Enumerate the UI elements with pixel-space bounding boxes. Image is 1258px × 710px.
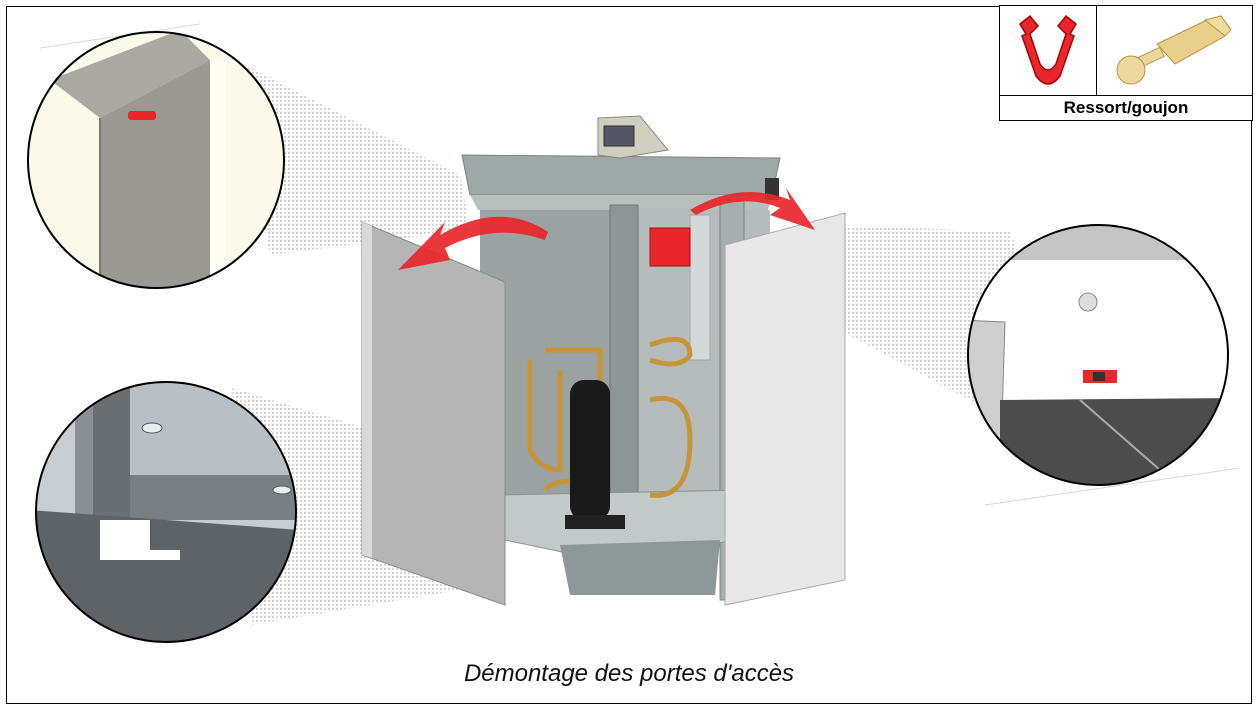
left-arrow [398, 216, 548, 270]
diagram-caption: Démontage des portes d'accès [463, 660, 795, 687]
spring-clip-icon [1019, 14, 1077, 85]
left-access-door [361, 221, 506, 606]
spring-clip-detail [128, 111, 156, 120]
right-arrow [690, 188, 815, 230]
door-removal-arrows [398, 188, 815, 270]
detail-circle-top [27, 31, 285, 289]
legend-cell-spring [1000, 6, 1097, 96]
legend-label: Ressort/goujon [1063, 98, 1189, 117]
stud-pin-icon [1116, 15, 1232, 85]
compressor [565, 380, 625, 529]
legend-cell-stud [1097, 6, 1252, 96]
legend-box: Ressort/goujon [999, 5, 1253, 121]
control-display [597, 115, 669, 159]
right-access-door [724, 212, 846, 606]
